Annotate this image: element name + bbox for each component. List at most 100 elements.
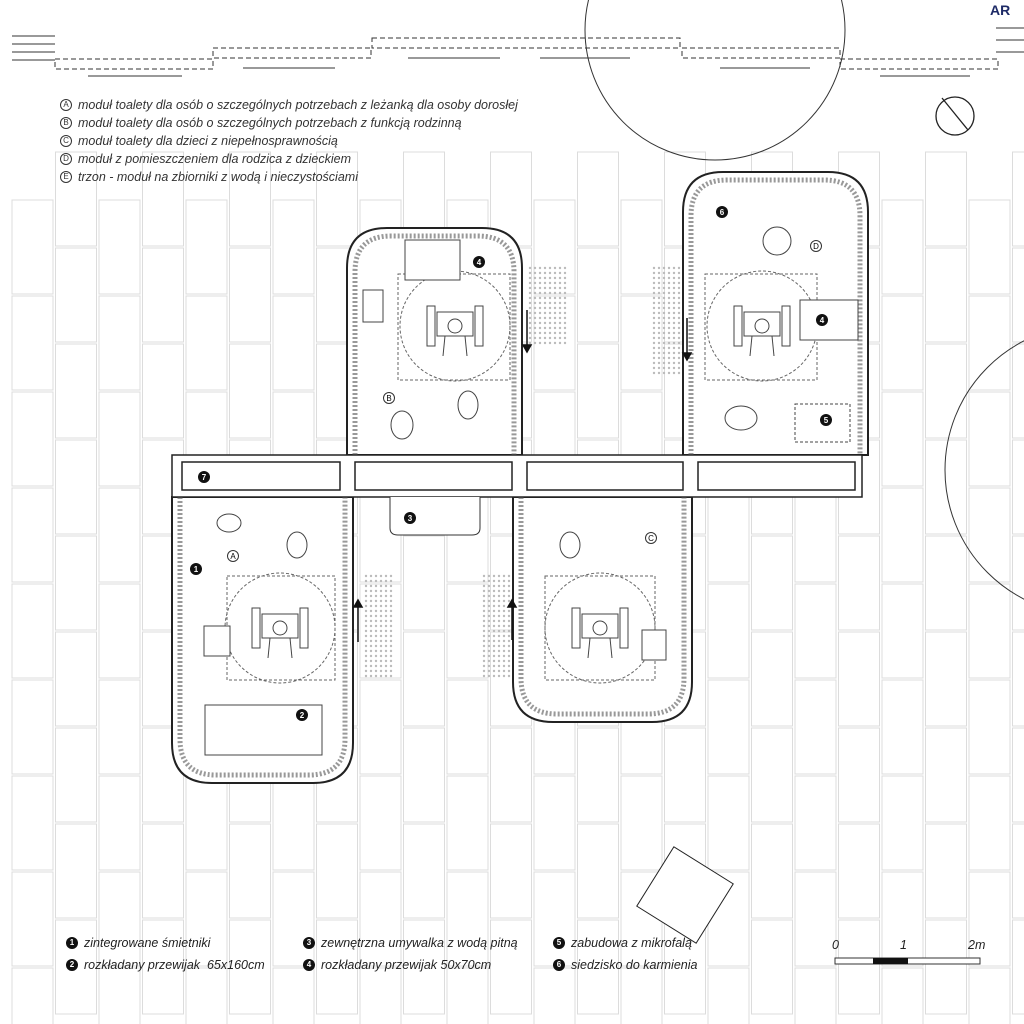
tactile-dot [657, 266, 661, 270]
tactile-dot [389, 659, 393, 663]
letter-marker: D [60, 153, 72, 165]
paving-tile [577, 727, 619, 823]
tactile-dot [662, 266, 666, 270]
tactile-dot [672, 356, 676, 360]
tactile-dot [672, 331, 676, 335]
paving-tile [707, 487, 750, 583]
tree-canopy [944, 340, 1024, 600]
tactile-dot [563, 336, 567, 340]
tactile-dot [553, 276, 557, 280]
legend-label: moduł toalety dla dzieci z niepełnospraw… [78, 134, 338, 148]
tactile-dot [364, 589, 368, 593]
tactile-dot [502, 644, 506, 648]
paving-tile [185, 871, 228, 967]
tactile-dot [492, 629, 496, 633]
tactile-dot [558, 316, 562, 320]
tactile-dot [487, 589, 491, 593]
tactile-dot [487, 644, 491, 648]
tactile-dot [533, 276, 537, 280]
tactile-dot [379, 649, 383, 653]
tactile-dot [379, 584, 383, 588]
tactile-dot [389, 639, 393, 643]
tactile-dot [384, 599, 388, 603]
north-arrow-icon [935, 96, 975, 136]
tactile-dot [507, 624, 511, 628]
tactile-dot [662, 326, 666, 330]
paving-tile [55, 247, 97, 343]
tactile-dot [389, 629, 393, 633]
legend-label: moduł toalety dla osób o szczególnych po… [78, 116, 462, 130]
tactile-dot [528, 316, 532, 320]
tactile-dot [662, 276, 666, 280]
tactile-dot [369, 654, 373, 658]
tactile-dot [672, 341, 676, 345]
tactile-dot [563, 321, 567, 325]
tactile-dot [364, 614, 368, 618]
tactile-dot [502, 634, 506, 638]
tactile-dot [379, 644, 383, 648]
paving-tile [968, 583, 1011, 679]
tactile-dot [528, 271, 532, 275]
tactile-dot [533, 271, 537, 275]
tactile-dot [497, 599, 501, 603]
tactile-dot [507, 594, 511, 598]
module-marker-d: D [810, 240, 822, 252]
tactile-dot [364, 609, 368, 613]
tactile-dot [652, 306, 656, 310]
tactile-dot [667, 371, 671, 375]
paving-tile [881, 775, 924, 871]
tactile-dot [379, 659, 383, 663]
tactile-dot [548, 286, 552, 290]
tactile-dot [492, 594, 496, 598]
tactile-dot [502, 594, 506, 598]
tactile-dot [657, 301, 661, 305]
tactile-dot [662, 296, 666, 300]
paving-tile [968, 199, 1011, 295]
tactile-dot [487, 634, 491, 638]
tactile-dot [543, 301, 547, 305]
tactile-dot [677, 316, 681, 320]
marker-3: 3 [404, 512, 416, 524]
tactile-dot [364, 649, 368, 653]
module-c [512, 496, 693, 723]
tactile-dot [672, 281, 676, 285]
tactile-dot [672, 336, 676, 340]
tactile-dot [369, 584, 373, 588]
tactile-dot [482, 674, 486, 678]
tactile-dot [563, 266, 567, 270]
tactile-dot [528, 296, 532, 300]
tactile-dot [384, 574, 388, 578]
tactile-dot [364, 629, 368, 633]
tactile-dot [528, 306, 532, 310]
tactile-dot [492, 674, 496, 678]
tactile-dot [662, 341, 666, 345]
tactile-dot [558, 326, 562, 330]
tactile-dot [553, 266, 557, 270]
paving-tile [794, 967, 837, 1024]
tactile-dot [548, 316, 552, 320]
tactile-dot [652, 276, 656, 280]
tactile-dot [533, 321, 537, 325]
paving-tile [98, 391, 141, 487]
paving-tile [1012, 823, 1024, 919]
paving-tile [968, 391, 1011, 487]
paving-tile [751, 727, 793, 823]
tactile-dot [667, 311, 671, 315]
paving-tile [55, 343, 97, 439]
tactile-dot [652, 336, 656, 340]
tactile-dot [533, 281, 537, 285]
tactile-dot [533, 336, 537, 340]
tactile-dot [379, 594, 383, 598]
tactile-dot [492, 609, 496, 613]
legend-label: siedzisko do karmienia [571, 958, 698, 972]
paving-tile [1012, 151, 1024, 247]
tactile-dot [369, 649, 373, 653]
paving-tile [925, 343, 967, 439]
paving-tile [620, 199, 663, 295]
number-marker: 1 [66, 937, 78, 949]
tactile-dot [374, 604, 378, 608]
tactile-dot [497, 664, 501, 668]
tactile-dot [528, 286, 532, 290]
tactile-dot [384, 644, 388, 648]
